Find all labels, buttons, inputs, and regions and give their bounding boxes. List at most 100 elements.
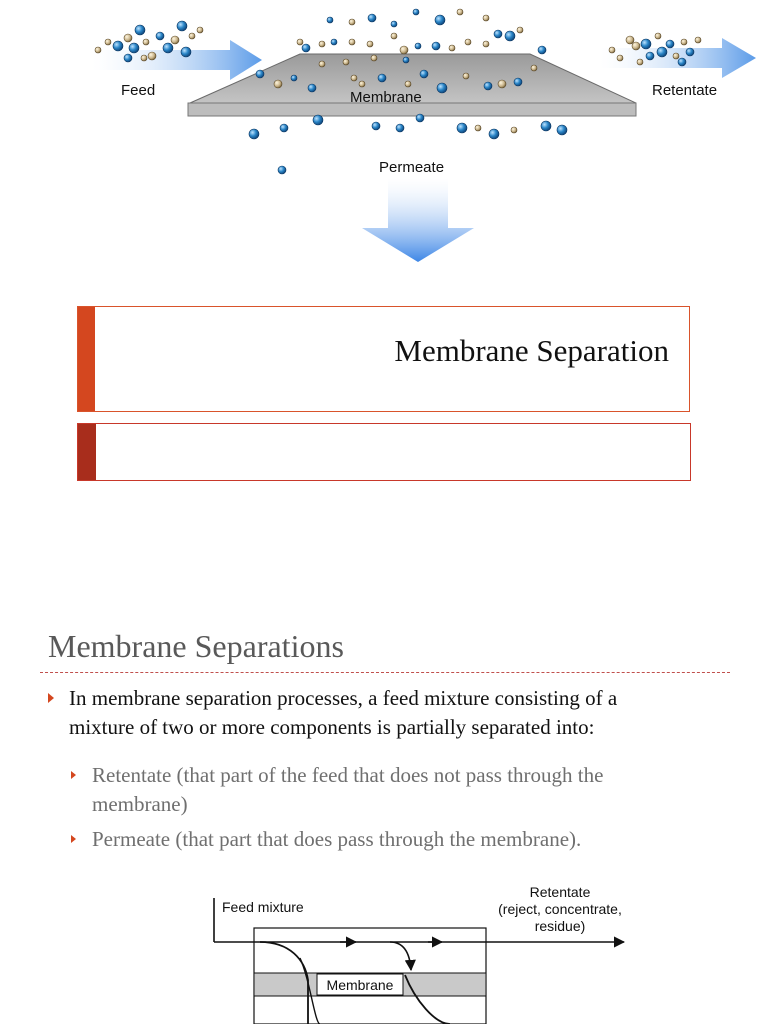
bullet-line: mixture of two or more components is par… (69, 715, 595, 739)
slide-title: Membrane Separation (394, 333, 669, 368)
section-title: Membrane Separations (48, 628, 344, 664)
blue-particle (371, 121, 381, 131)
tan-particle (404, 80, 412, 88)
tan-particle (625, 35, 635, 45)
blue-particle (645, 51, 655, 61)
permeate-label: Permeate (379, 159, 444, 176)
tan-particle (358, 80, 366, 88)
membrane-label-box (316, 973, 404, 996)
blue-particle (301, 43, 311, 53)
retentate-label: Retentate (652, 82, 717, 99)
tan-particle (399, 45, 409, 55)
tan-particle (654, 32, 662, 40)
tan-particle (188, 32, 196, 40)
bullet-item: In membrane separation processes, a feed… (48, 684, 748, 744)
blue-particle (513, 77, 523, 87)
bullet-triangle-icon (71, 771, 76, 779)
tan-particle (510, 126, 518, 134)
blue-particle (415, 113, 425, 123)
blue-particle (540, 120, 552, 132)
blue-particle (483, 81, 493, 91)
sub-bullet-item: Retentate (that part of the feed that do… (71, 761, 751, 821)
blue-particle (312, 114, 324, 126)
blue-particle (436, 82, 448, 94)
membrane-label: Membrane (350, 89, 422, 106)
sub-bullet-line: Permeate (that part that does pass throu… (92, 827, 582, 851)
tan-particle (142, 38, 150, 46)
blue-particle (665, 39, 675, 49)
title-card: Membrane Separation (77, 306, 690, 412)
tan-particle (123, 33, 133, 43)
membrane-schematic-label: Membrane (327, 977, 394, 993)
blue-particle (395, 123, 405, 133)
bullet-triangle-icon (48, 693, 54, 703)
blue-particle (367, 13, 377, 23)
tan-particle (516, 26, 524, 34)
retentate-line: (reject, concentrate, (498, 901, 622, 917)
feed-label: Feed (121, 82, 155, 99)
blue-particle (307, 83, 317, 93)
subtitle-accent-bar (78, 424, 96, 480)
blue-particle (685, 47, 695, 57)
tan-particle (464, 38, 472, 46)
blue-particle (176, 20, 188, 32)
blue-particle (162, 42, 174, 54)
tan-particle (348, 38, 356, 46)
tan-particle (462, 72, 470, 80)
tan-particle (390, 32, 398, 40)
sub-bullet-line: membrane) (92, 792, 188, 816)
blue-particle (277, 165, 287, 175)
blue-particle (488, 128, 500, 140)
tan-particle (273, 79, 283, 89)
bullet-triangle-icon (71, 835, 76, 843)
tan-particle (348, 18, 356, 26)
blue-particle (556, 124, 568, 136)
tan-particle (296, 38, 304, 46)
blue-particle (290, 74, 298, 82)
particles-group (94, 8, 702, 175)
tan-particle (196, 26, 204, 34)
blue-particle (402, 56, 410, 64)
blue-particle (419, 69, 429, 79)
blue-particle (330, 38, 338, 46)
tan-particle (318, 60, 326, 68)
blue-particle (155, 31, 165, 41)
blue-particle (248, 128, 260, 140)
blue-particle (456, 122, 468, 134)
tan-particle (694, 36, 702, 44)
tan-particle (170, 35, 180, 45)
blue-particle (656, 46, 668, 58)
blue-particle (414, 42, 422, 50)
blue-particle (412, 8, 420, 16)
tan-particle (94, 46, 102, 54)
tan-particle (366, 40, 374, 48)
tan-particle (530, 64, 538, 72)
blue-particle (180, 46, 192, 58)
tan-particle (342, 58, 350, 66)
tan-particle (482, 40, 490, 48)
tan-particle (672, 52, 680, 60)
membrane-process-illustration: Feed Membrane Retentate Permeate (92, 8, 756, 262)
tan-particle (456, 8, 464, 16)
feed-mixture-label: Feed mixture (222, 899, 304, 915)
blue-particle (326, 16, 334, 24)
tan-particle (636, 58, 644, 66)
blue-particle (504, 30, 516, 42)
bullet-line: In membrane separation processes, a feed… (69, 686, 618, 710)
blue-particle (493, 29, 503, 39)
retentate-line: Retentate (530, 884, 591, 900)
tan-particle (497, 79, 507, 89)
tan-particle (318, 40, 326, 48)
blue-particle (677, 57, 687, 67)
blue-particle (255, 69, 265, 79)
blue-particle (390, 20, 398, 28)
tan-particle (147, 51, 157, 61)
sub-bullet-item: Permeate (that part that does pass throu… (71, 825, 751, 855)
subtitle-card (77, 423, 691, 481)
blue-particle (128, 42, 140, 54)
title-accent-bar (78, 307, 95, 411)
blue-particle (537, 45, 547, 55)
tan-particle (104, 38, 112, 46)
tan-particle (482, 14, 490, 22)
tan-particle (350, 74, 358, 82)
